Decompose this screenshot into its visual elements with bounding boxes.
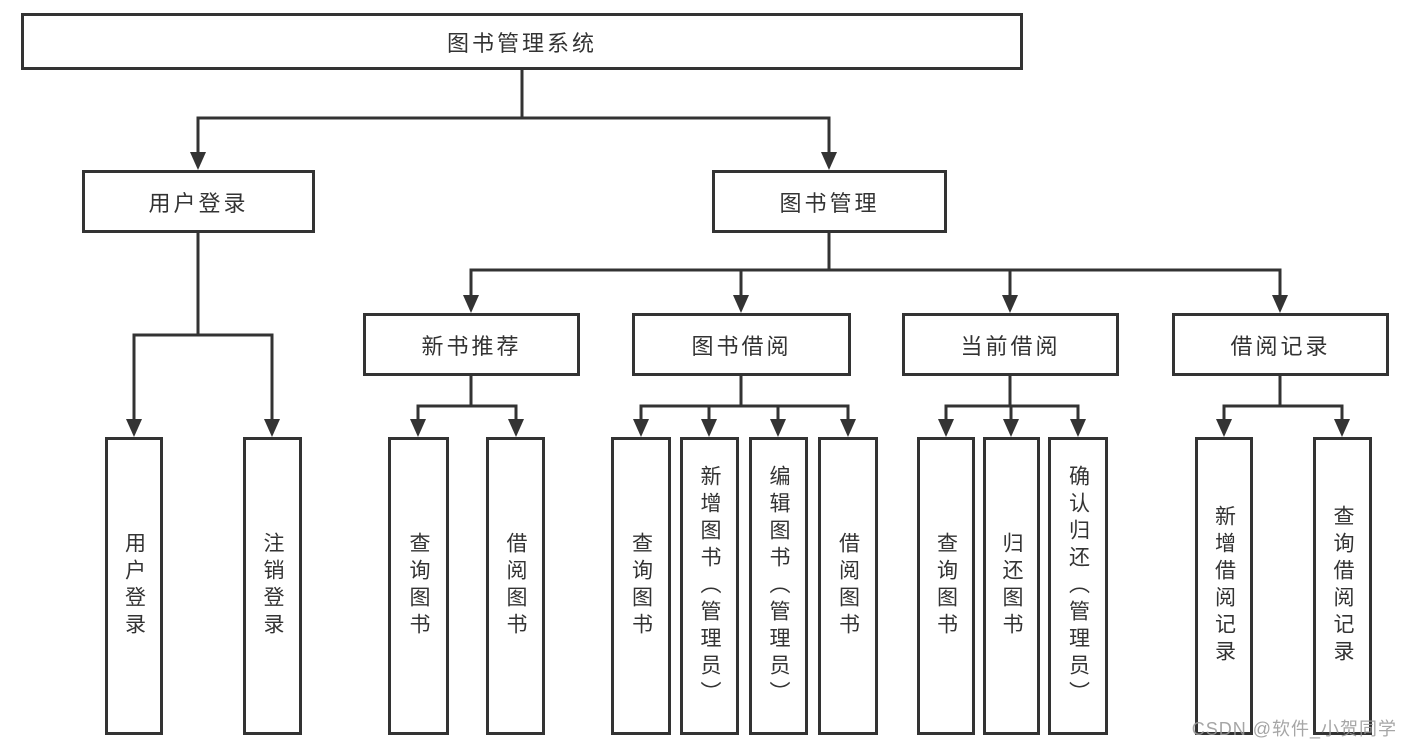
leaf-user-login: 用户登录 (105, 437, 163, 735)
node-book-management: 图书管理 (712, 170, 947, 233)
leaf-add-borrow-record: 新增借阅记录 (1195, 437, 1253, 735)
node-root-system: 图书管理系统 (21, 13, 1023, 70)
node-borrowing-records: 借阅记录 (1172, 313, 1389, 376)
leaf-query-books-recommend: 查询图书 (388, 437, 449, 735)
node-new-book-recommend-label: 新书推荐 (421, 333, 522, 359)
node-new-book-recommend: 新书推荐 (363, 313, 580, 376)
node-book-borrowing: 图书借阅 (632, 313, 851, 376)
leaf-query-books-current: 查询图书 (917, 437, 975, 735)
leaf-query-books-borrowing: 查询图书 (611, 437, 671, 735)
node-book-borrowing-label: 图书借阅 (691, 333, 792, 359)
node-user-login: 用户登录 (82, 170, 315, 233)
node-current-borrowing: 当前借阅 (902, 313, 1119, 376)
arrowheads (126, 152, 1350, 437)
node-user-login-label: 用户登录 (148, 190, 249, 216)
csdn-watermark: CSDN @软件_小贺同学 (1191, 719, 1397, 739)
leaf-logout: 注销登录 (243, 437, 302, 735)
leaf-confirm-return-admin: 确认归还（管理员） (1048, 437, 1108, 735)
leaf-return-books: 归还图书 (983, 437, 1040, 735)
leaf-borrow-books-borrowing: 借阅图书 (818, 437, 878, 735)
leaf-edit-books-admin: 编辑图书（管理员） (749, 437, 808, 735)
node-current-borrowing-label: 当前借阅 (960, 333, 1061, 359)
leaf-borrow-books-recommend: 借阅图书 (486, 437, 545, 735)
leaf-query-borrow-record: 查询借阅记录 (1313, 437, 1372, 735)
leaf-add-books-admin: 新增图书（管理员） (680, 437, 739, 735)
node-borrowing-records-label: 借阅记录 (1230, 333, 1331, 359)
node-book-management-label: 图书管理 (779, 190, 880, 216)
node-root-label: 图书管理系统 (446, 30, 597, 56)
